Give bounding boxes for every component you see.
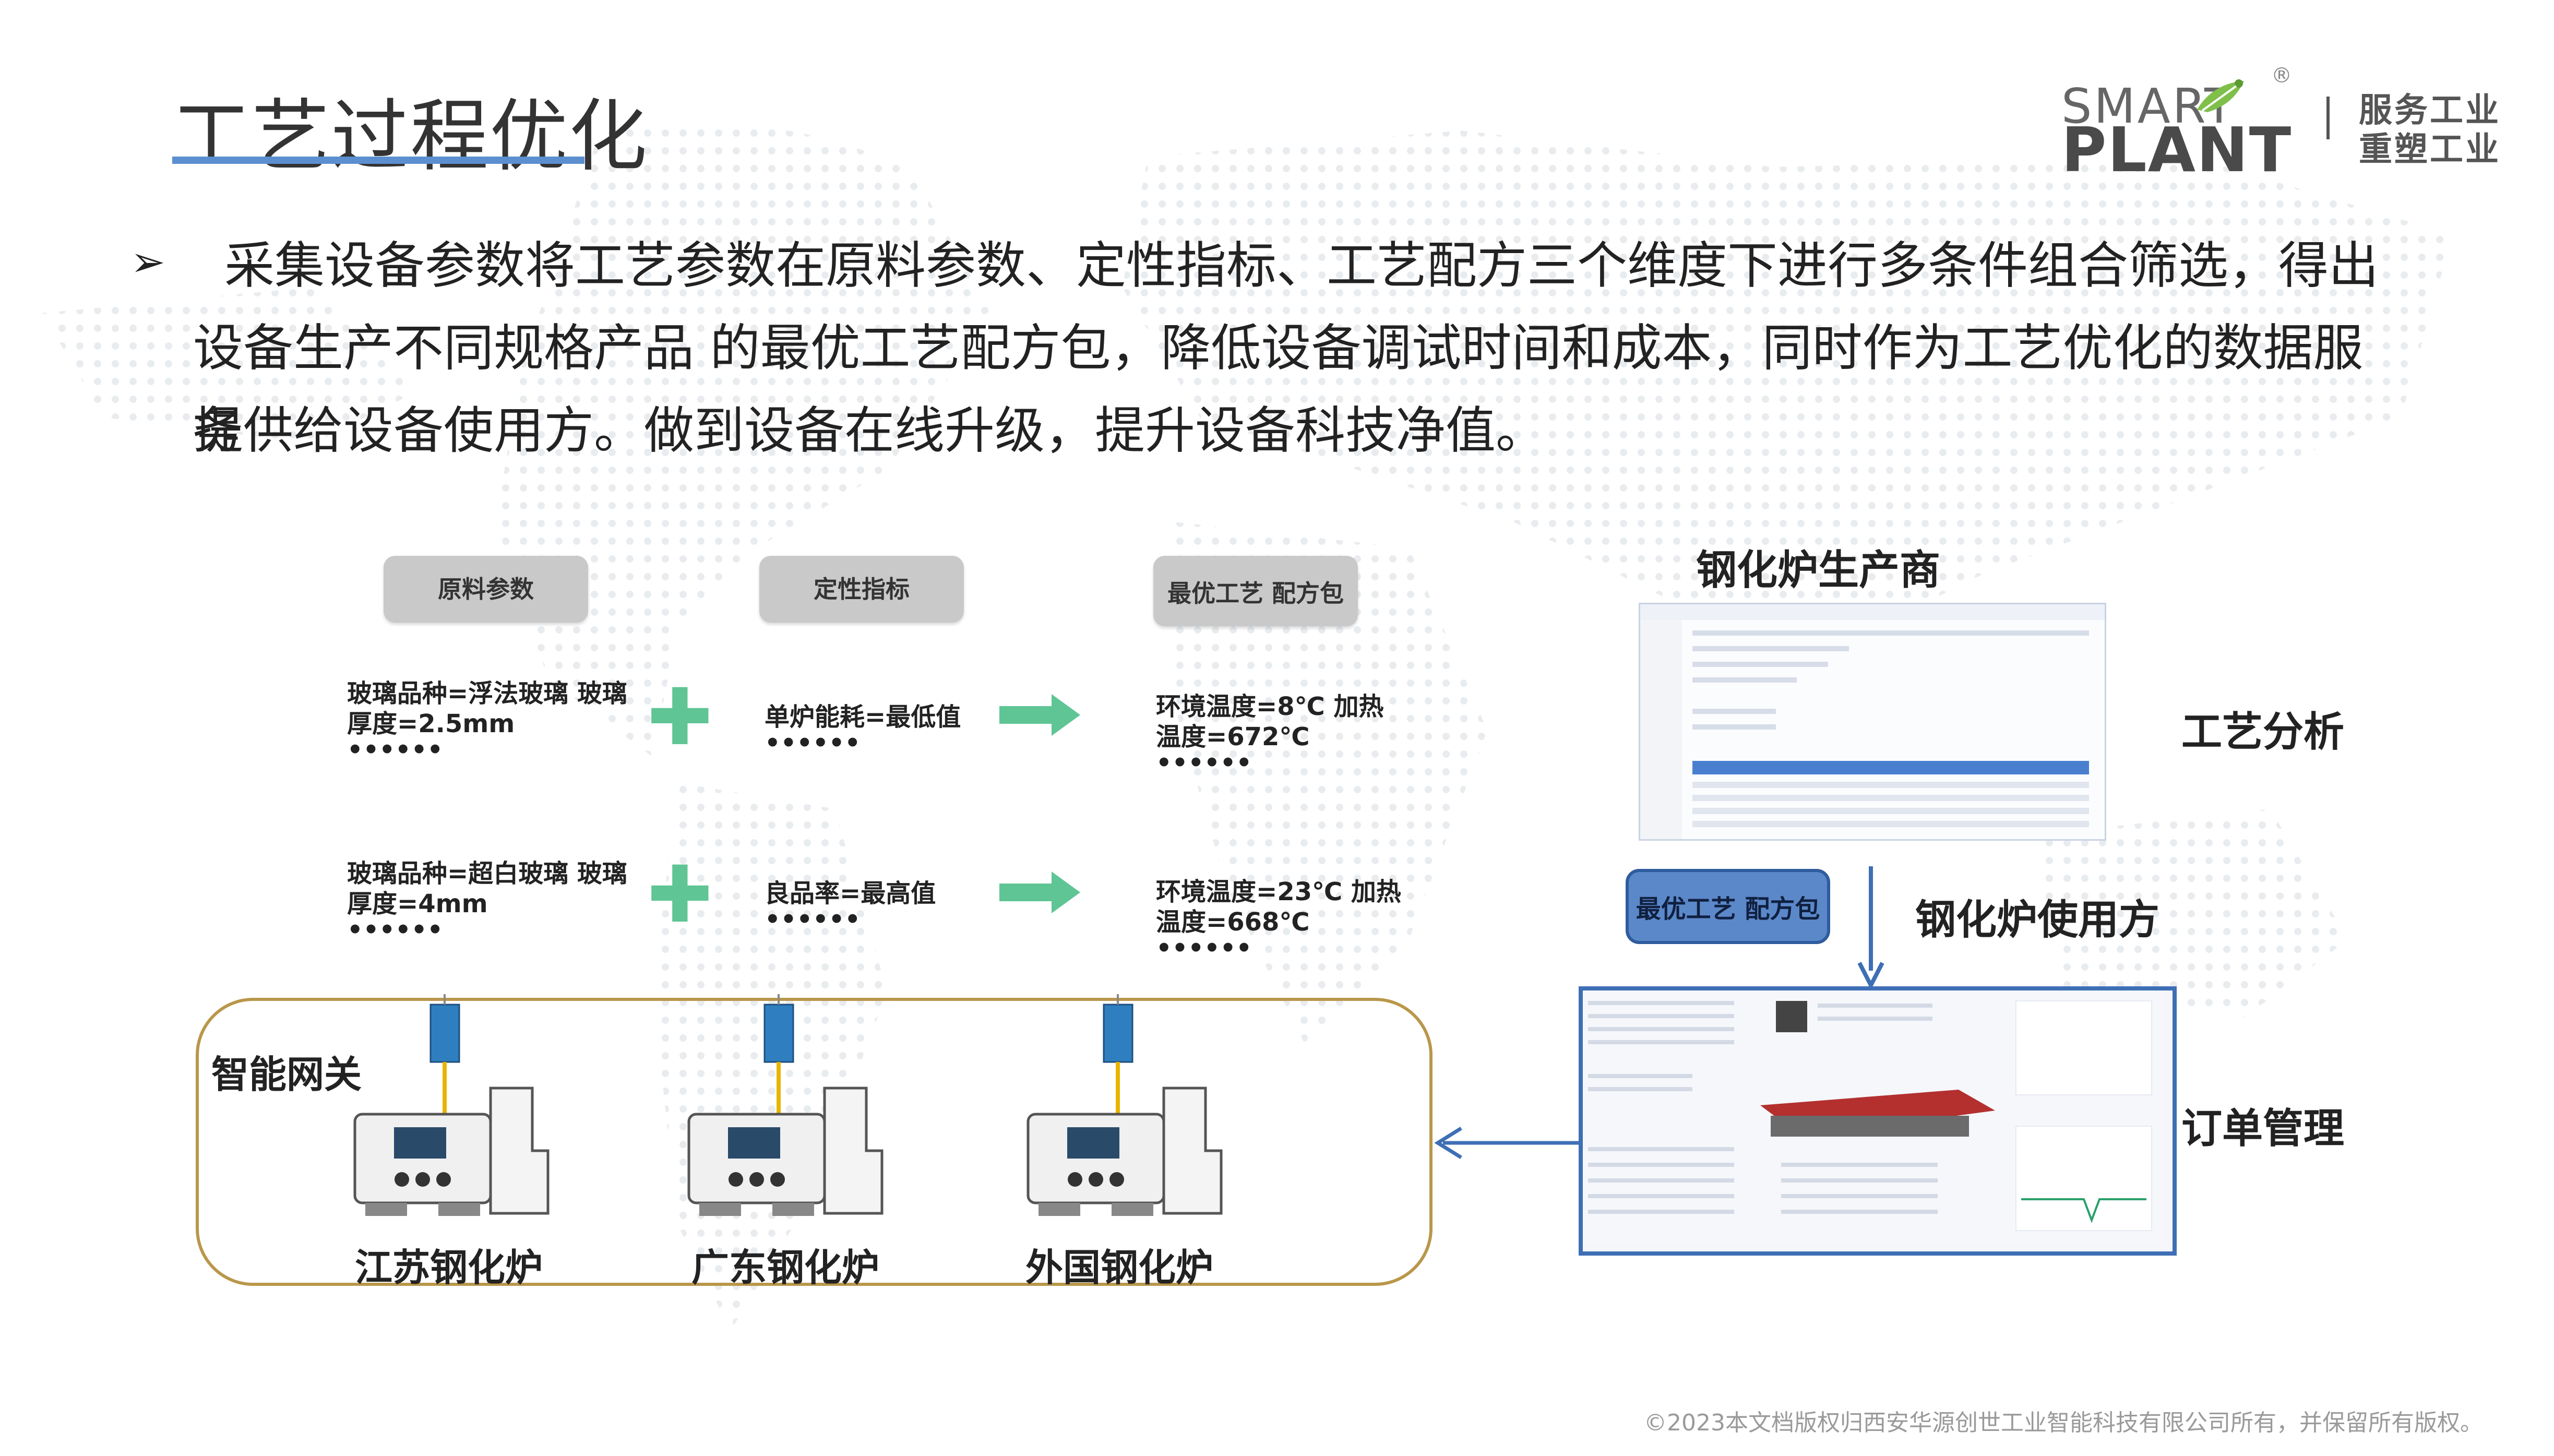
plus-icon: ✚ bbox=[647, 672, 713, 763]
user-label: 钢化炉使用方 bbox=[1915, 897, 2160, 944]
slogan-line-1: 服务工业 bbox=[2359, 91, 2501, 130]
best-recipe-package-button[interactable]: 最优工艺 配方包 bbox=[1626, 869, 1830, 944]
logo-plant-text: PLANT bbox=[2061, 114, 2293, 186]
tempering-furnace-machine-icon bbox=[353, 994, 550, 1216]
order-label: 订单管理 bbox=[2181, 1105, 2345, 1152]
arrow-left-icon bbox=[1434, 1127, 1581, 1159]
intro-line-3: 提供给设备使用方。做到设备在线升级，提升设备科技净值。 bbox=[193, 401, 1546, 460]
registered-mark: ® bbox=[2271, 64, 2292, 88]
arrow-right-icon bbox=[999, 694, 1080, 736]
leaf-logo-icon bbox=[2197, 79, 2244, 112]
machine-label-guangdong: 广东钢化炉 bbox=[691, 1246, 880, 1290]
intro-line-1: 采集设备参数将工艺参数在原料参数、定性指标、工艺配方三个维度下进行多条件组合筛选… bbox=[224, 236, 2379, 295]
row1-material-more: •••••• bbox=[347, 735, 444, 765]
row1-indicator-more: •••••• bbox=[765, 729, 861, 758]
copyright-footer: ©2023本文档版权归西安华源创世工业智能科技有限公司所有，并保留所有版权。 bbox=[1644, 1410, 2483, 1436]
row2-material-line1: 玻璃品种=超白玻璃 玻璃 bbox=[347, 859, 627, 888]
order-management-screenshot bbox=[1579, 986, 2177, 1256]
header-best-recipe: 最优工艺 配方包 bbox=[1153, 556, 1358, 626]
row2-result-line2: 温度=668℃ bbox=[1156, 908, 1310, 937]
row2-indicator: 良品率=最高值 bbox=[765, 879, 936, 908]
page-title: 工艺过程优化 bbox=[172, 91, 649, 182]
arrow-down-icon bbox=[1857, 866, 1884, 986]
title-underline bbox=[172, 157, 584, 164]
tempering-furnace-machine-icon bbox=[1027, 994, 1223, 1216]
row2-material-line2: 厚度=4mm bbox=[347, 889, 488, 918]
row2-result-more: •••••• bbox=[1156, 934, 1252, 963]
row1-material-line2: 厚度=2.5mm bbox=[347, 709, 515, 738]
bullet-arrow-icon: ➢ bbox=[130, 237, 166, 286]
row1-result-more: •••••• bbox=[1156, 748, 1252, 778]
analysis-label: 工艺分析 bbox=[2181, 709, 2345, 756]
machine-label-jiangsu: 江苏钢化炉 bbox=[355, 1246, 543, 1290]
row1-material-line1: 玻璃品种=浮法玻璃 玻璃 bbox=[347, 679, 627, 708]
row2-material-more: •••••• bbox=[347, 915, 444, 945]
intro-line-2: 设备生产不同规格产品 的最优工艺配方包，降低设备调试时间和成本，同时作为工艺优化… bbox=[193, 319, 2364, 460]
row1-result-line2: 温度=672℃ bbox=[1156, 722, 1310, 751]
row1-indicator: 单炉能耗=最低值 bbox=[765, 702, 961, 732]
gateway-label: 智能网关 bbox=[211, 1053, 362, 1096]
row2-result-line1: 环境温度=23℃ 加热 bbox=[1156, 877, 1401, 906]
header-raw-material: 原料参数 bbox=[384, 556, 588, 623]
factory-group-frame bbox=[196, 998, 1433, 1286]
producer-label: 钢化炉生产商 bbox=[1696, 547, 1941, 594]
row1-result-line1: 环境温度=8℃ 加热 bbox=[1156, 692, 1384, 721]
plus-icon: ✚ bbox=[647, 850, 713, 940]
process-analysis-screenshot bbox=[1639, 603, 2106, 841]
machine-label-foreign: 外国钢化炉 bbox=[1025, 1246, 1214, 1290]
slogan-line-2: 重塑工业 bbox=[2359, 130, 2501, 169]
tempering-furnace-machine-icon bbox=[687, 994, 884, 1216]
arrow-right-icon bbox=[999, 872, 1080, 913]
row2-indicator-more: •••••• bbox=[765, 905, 861, 934]
header-quality-indicator: 定性指标 bbox=[759, 556, 964, 623]
logo-separator bbox=[2326, 97, 2330, 139]
